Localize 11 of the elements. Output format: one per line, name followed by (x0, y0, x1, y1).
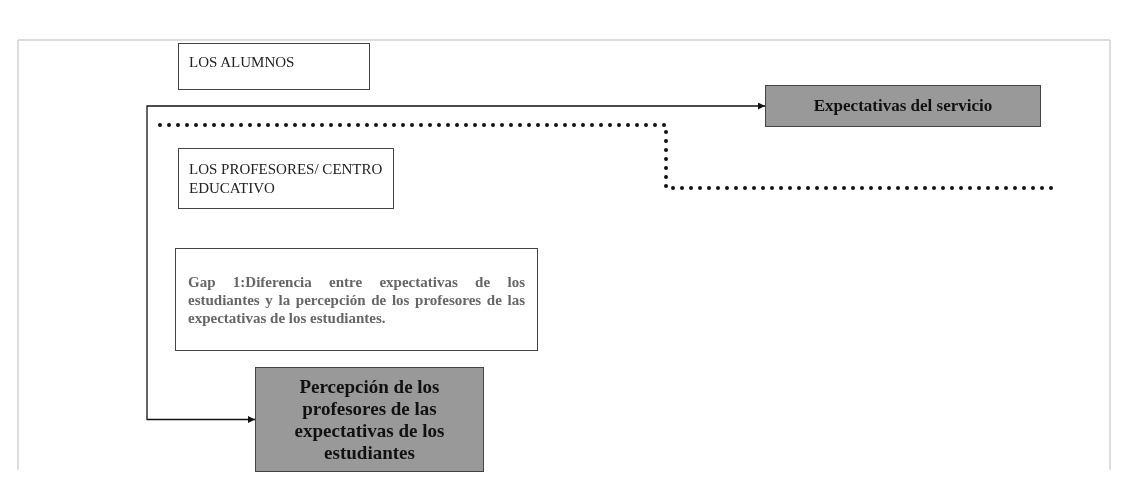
shaded-box (765, 85, 1041, 127)
box-text: Gap 1:Diferencia entre expectativas de los estudiantes y la percepción de los profesores de las expectativas de los estudiantes. (188, 272, 525, 327)
box-text: LOS ALUMNOS (189, 53, 296, 72)
box-text: Percepción de los profesores de las expectativas de los estudiantes (293, 375, 446, 464)
box-text: LOS PROFESORES/ CENTRO EDUCATIVO (189, 159, 383, 198)
box-text: Expectativas del servicio (812, 96, 994, 116)
text-box (178, 43, 370, 90)
text-box (175, 248, 538, 351)
shaded-box (255, 367, 484, 472)
text-box (178, 148, 394, 209)
connector-arrow (146, 102, 766, 423)
